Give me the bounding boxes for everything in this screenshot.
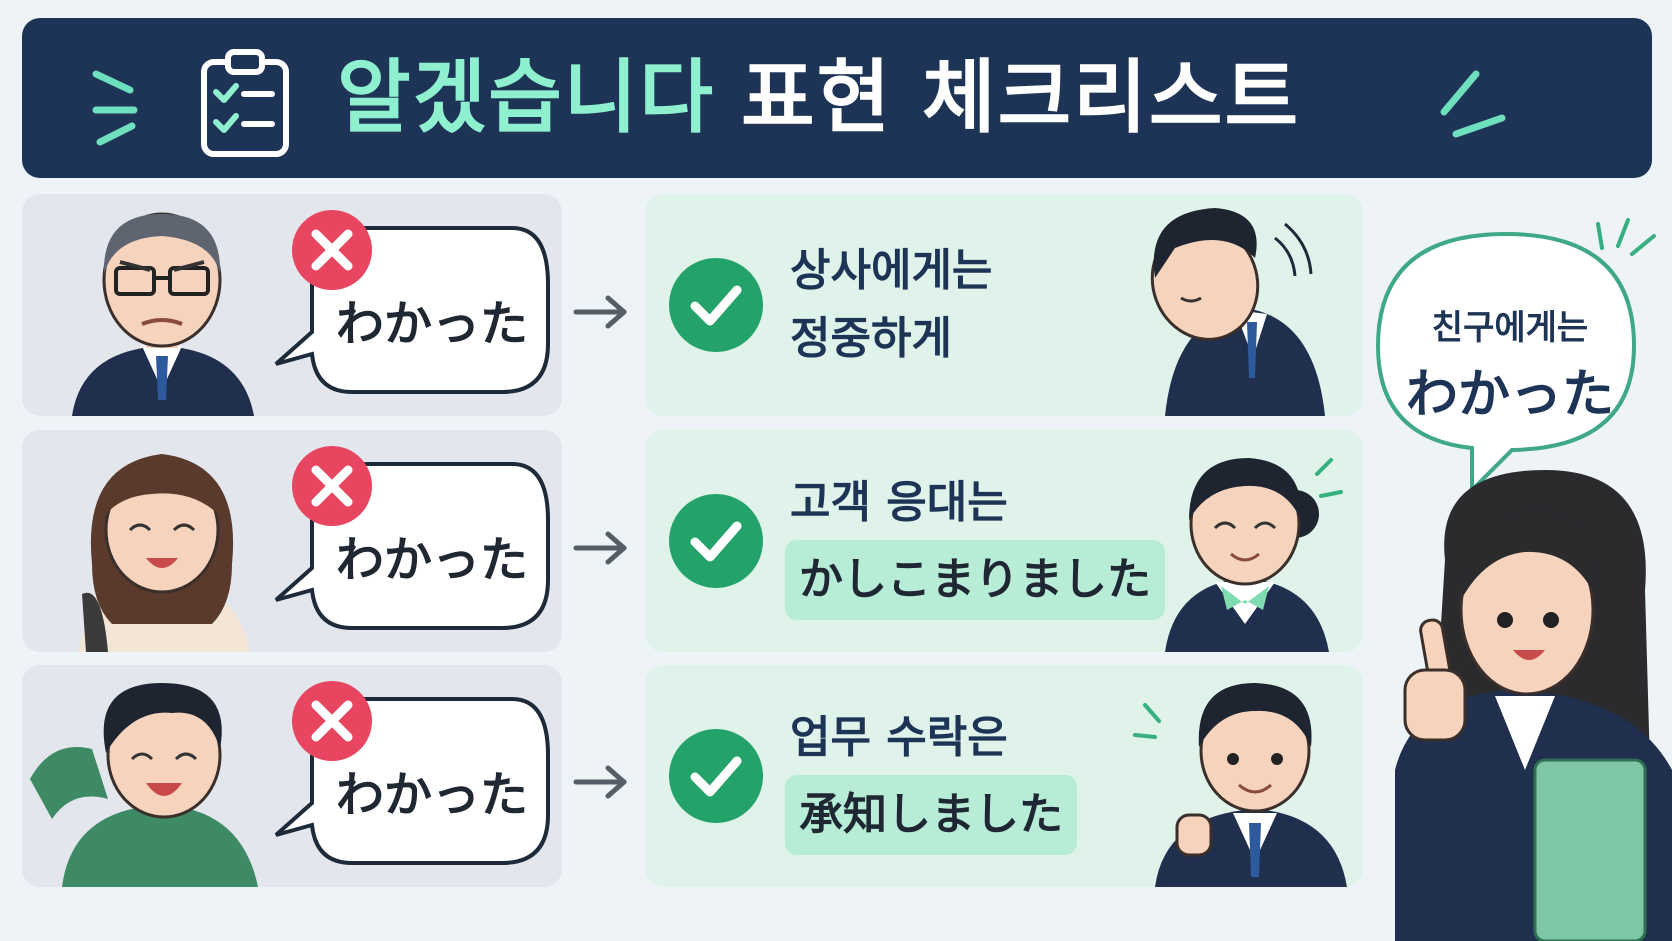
polite-phrase-pill: かしこまりました xyxy=(785,540,1165,620)
arrow-right-icon xyxy=(573,295,627,329)
right-card-boss: 상사에게는 정중하게 xyxy=(645,194,1363,416)
sparkle-lines-left-icon xyxy=(92,70,138,146)
arrow-right-icon xyxy=(573,765,627,799)
title-accent: 알겠습니다 xyxy=(337,51,715,144)
sparkle-lines-friend-icon xyxy=(1596,218,1656,256)
check-mark-icon xyxy=(669,729,763,823)
pointing-businesswoman-avatar xyxy=(1395,470,1672,941)
smiling-woman-avatar xyxy=(78,454,250,652)
wrong-phrase: わかった xyxy=(335,296,528,352)
page-title: 알겠습니다 표현 체크리스트 xyxy=(337,48,1300,148)
wrong-card-boss: わかった xyxy=(22,194,562,416)
friend-speech-bubble xyxy=(1375,231,1637,495)
receptionist-avatar xyxy=(1165,458,1343,652)
right-line-2: 정중하게 xyxy=(790,313,952,364)
right-line-1: 업무 수락은 xyxy=(790,712,1008,763)
x-mark-icon xyxy=(292,210,372,290)
friend-phrase: わかった xyxy=(1405,365,1614,425)
clipboard-check-icon xyxy=(201,49,289,157)
bowing-employee-avatar xyxy=(1150,208,1325,416)
confident-employee-avatar xyxy=(1133,683,1347,887)
wrong-phrase: わかった xyxy=(335,767,528,823)
x-mark-icon xyxy=(292,446,372,526)
check-mark-icon xyxy=(669,494,763,588)
wrong-phrase: わかった xyxy=(335,532,528,588)
right-card-work: 업무 수락은 承知しました xyxy=(645,665,1363,887)
friend-label: 친구에게는 xyxy=(1431,308,1589,348)
wrong-card-casual-woman: わかった xyxy=(22,430,562,652)
check-mark-icon xyxy=(669,258,763,352)
right-line-1: 상사에게는 xyxy=(790,245,993,296)
title-main: 표현 체크리스트 xyxy=(741,51,1301,144)
right-card-customer: 고객 응대는 かしこまりました xyxy=(645,430,1363,652)
polite-phrase-pill: 承知しました xyxy=(785,775,1077,855)
x-mark-icon xyxy=(292,681,372,761)
wrong-card-casual-man: わかった xyxy=(22,665,562,887)
laughing-young-man-avatar xyxy=(30,683,258,887)
right-line-1: 고객 응대는 xyxy=(790,477,1008,528)
arrow-right-icon xyxy=(573,531,627,565)
sparkle-lines-right-icon xyxy=(1440,70,1506,138)
header-banner: 알겠습니다 표현 체크리스트 xyxy=(22,18,1652,178)
angry-boss-avatar xyxy=(72,212,254,416)
